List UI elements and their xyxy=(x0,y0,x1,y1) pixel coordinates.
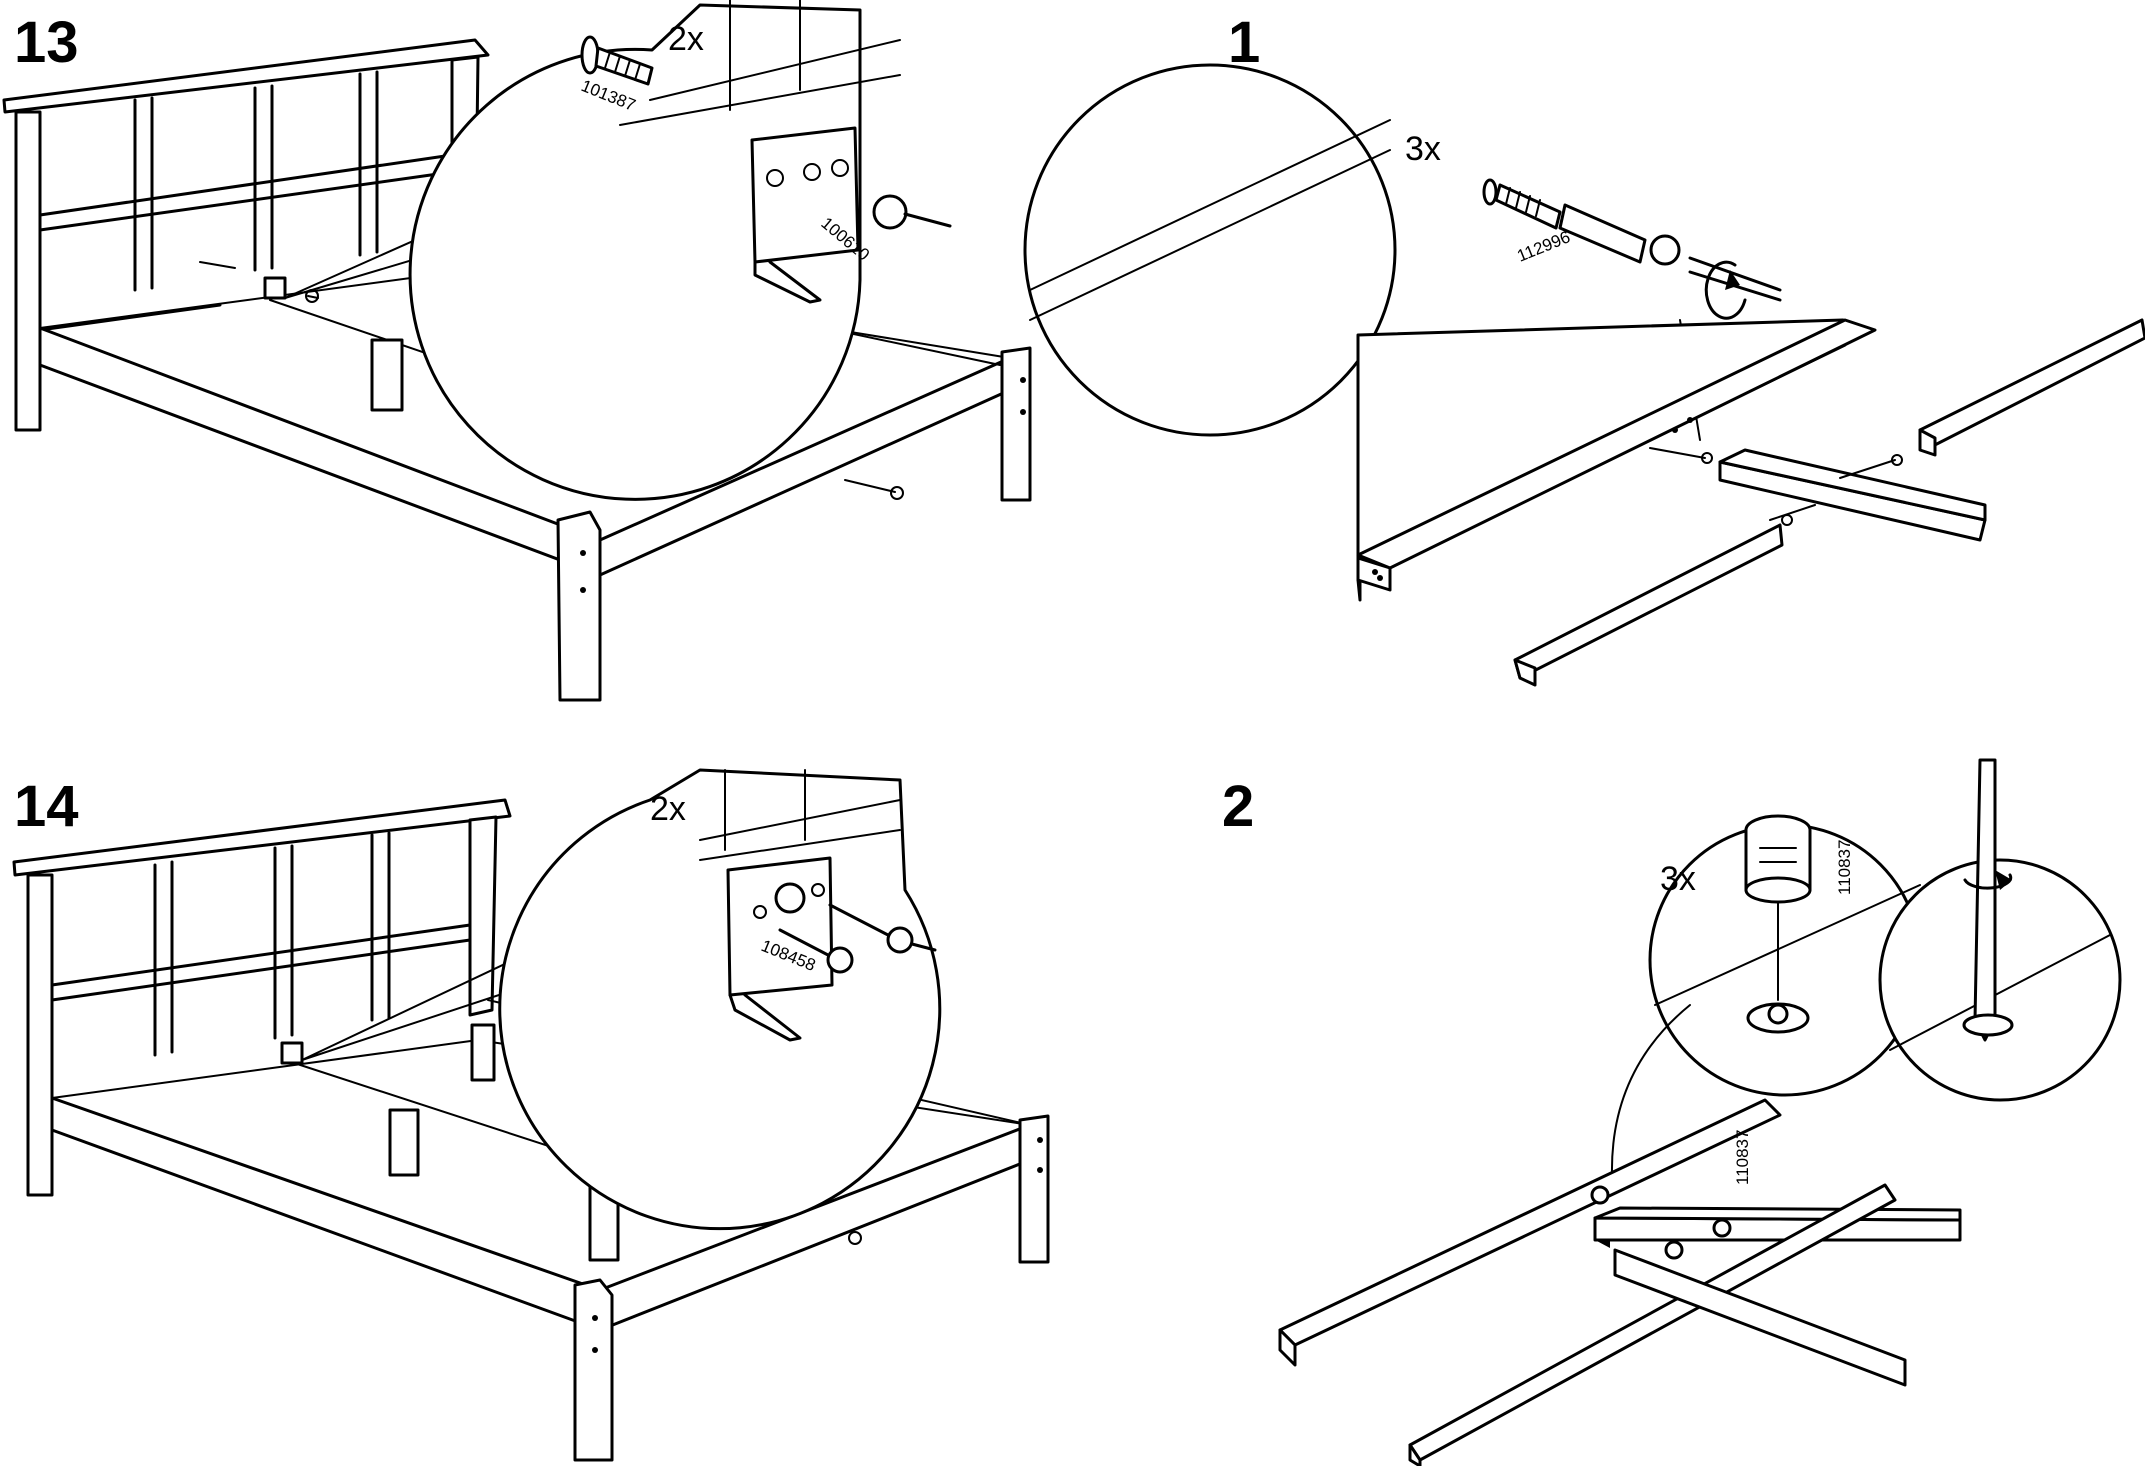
step-2-rails xyxy=(1278,1098,1962,1466)
step-13-bed-frame xyxy=(2,38,1032,702)
step-14-quantity: 2x xyxy=(650,790,686,828)
step-14-bed-frame xyxy=(12,798,1050,1462)
step-13-number: 13 xyxy=(14,10,79,75)
step-1-rails xyxy=(1356,318,2145,687)
step-2-detail-magnifier-turn xyxy=(1878,758,2122,1102)
step-1-quantity: 3x xyxy=(1405,130,1441,168)
step-1-panel: 1 xyxy=(1023,10,2145,687)
step-14-panel: 14 xyxy=(12,768,1050,1462)
step-1-part-number: 112996 xyxy=(1514,227,1573,265)
step-2-part-number-1: 110837 xyxy=(1835,840,1854,895)
step-1-detail-magnifier xyxy=(1023,63,1782,441)
step-14-number: 14 xyxy=(14,774,79,839)
step-13-panel: 13 xyxy=(2,0,1032,702)
step-14-detail-magnifier xyxy=(301,768,942,1231)
step-2-part-number-2: 110837 xyxy=(1733,1130,1752,1185)
step-2-number: 2 xyxy=(1222,774,1254,839)
step-2-detail-magnifier-cam xyxy=(1648,814,1922,1097)
step-1-number: 1 xyxy=(1228,10,1260,75)
step-13-quantity: 2x xyxy=(668,20,704,58)
step-13-detail-magnifier xyxy=(284,0,952,501)
step-2-panel: 2 xyxy=(1222,758,2122,1466)
step-2-quantity: 3x xyxy=(1660,860,1696,898)
